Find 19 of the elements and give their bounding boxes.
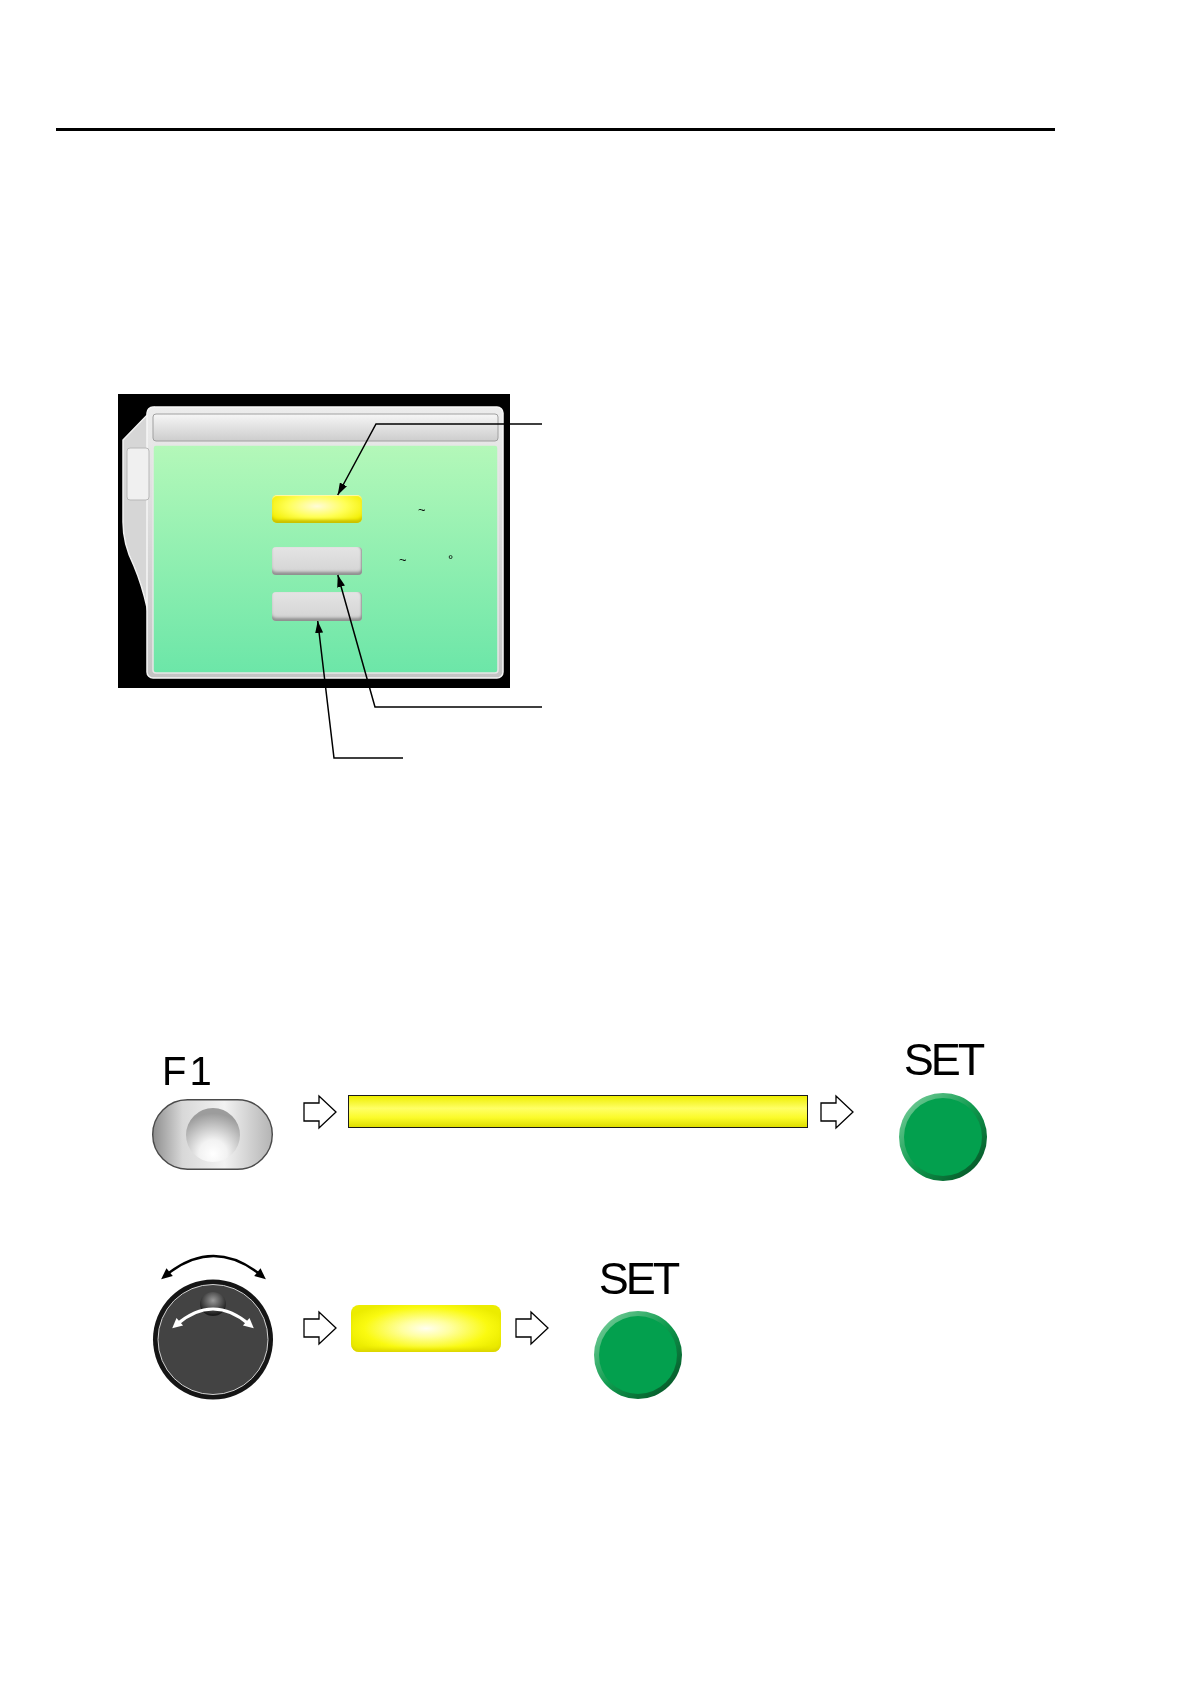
arrow	[303, 1094, 337, 1130]
arrow	[515, 1310, 549, 1346]
entry-bar	[348, 1095, 808, 1128]
highlighted-field	[351, 1305, 501, 1352]
leader-line	[315, 620, 404, 759]
value-field	[272, 592, 362, 621]
range-symbol: ~	[399, 553, 407, 566]
arrow	[303, 1310, 337, 1346]
key-label: F1	[162, 1051, 215, 1091]
rotary-knob	[152, 1279, 274, 1400]
range-symbol: ~	[418, 503, 426, 516]
arrow	[820, 1094, 854, 1130]
leader-line	[336, 423, 543, 496]
leader-line	[337, 574, 543, 708]
value-field	[272, 547, 362, 575]
highlighted-field	[272, 495, 362, 523]
degree-symbol: °	[448, 553, 454, 566]
key-label: SET	[903, 1037, 983, 1082]
key-label: SET	[598, 1256, 678, 1301]
